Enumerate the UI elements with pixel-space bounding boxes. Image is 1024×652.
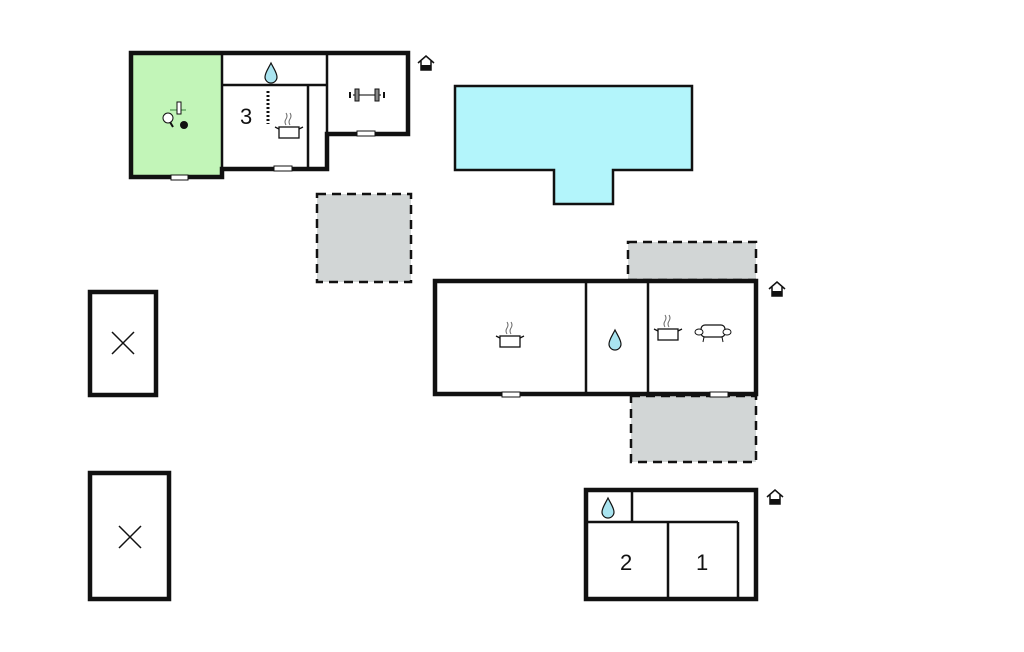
kitchen-pot-icon	[653, 314, 683, 341]
kitchen-pot-icon	[274, 112, 304, 139]
window	[273, 165, 293, 172]
main-building	[432, 278, 759, 398]
window	[356, 130, 376, 137]
house-entrance-icon	[417, 55, 435, 71]
activity-room	[131, 53, 222, 178]
terrace	[626, 240, 758, 282]
bottom-building: 2 1	[583, 487, 759, 602]
room-label-1: 1	[696, 550, 708, 575]
window	[709, 391, 729, 398]
water-drop-icon	[264, 62, 278, 84]
x-mark-icon	[118, 525, 142, 549]
outbuilding	[87, 470, 172, 602]
house-entrance-icon	[766, 489, 784, 505]
terrace	[629, 394, 758, 464]
terrace	[315, 192, 413, 284]
x-mark-icon	[111, 331, 135, 355]
house-entrance-icon	[768, 281, 786, 297]
games-icon	[162, 101, 188, 129]
dumbbell-icon	[349, 88, 385, 102]
window	[170, 174, 189, 181]
water-drop-icon	[601, 497, 615, 519]
room-label-2: 2	[620, 550, 632, 575]
outbuilding	[87, 289, 159, 398]
room-label-3: 3	[240, 104, 252, 129]
water-drop-icon	[608, 329, 622, 351]
swimming-pool	[453, 84, 694, 206]
kitchen-pot-icon	[495, 321, 525, 348]
sofa-icon	[694, 324, 732, 343]
top-building: 3	[128, 50, 411, 181]
window	[501, 391, 521, 398]
